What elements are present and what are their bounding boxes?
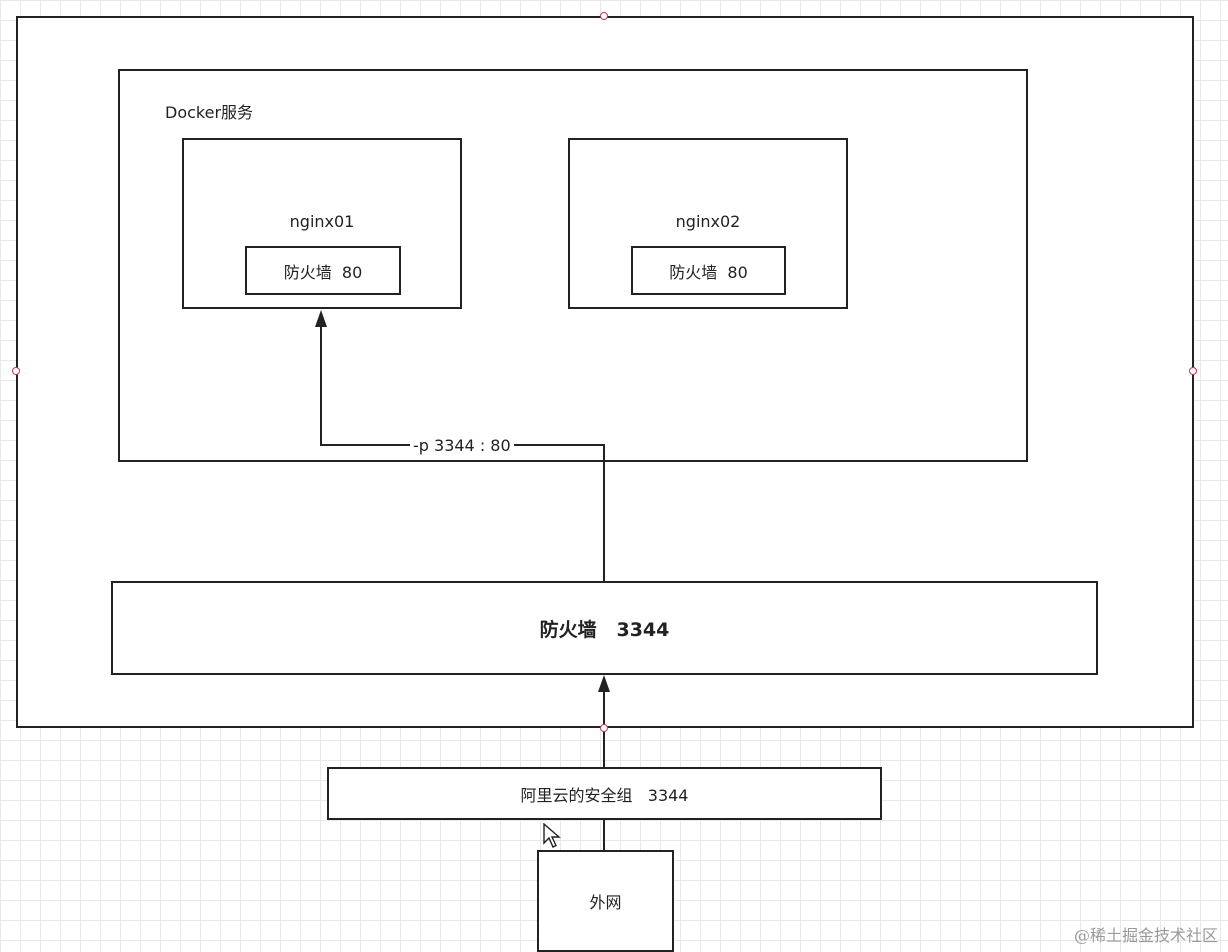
container-nginx01[interactable] bbox=[182, 138, 462, 309]
container-name-nginx01: nginx01 bbox=[289, 212, 355, 231]
docker-service-label: Docker服务 bbox=[165, 103, 254, 122]
cursor-icon bbox=[543, 823, 561, 848]
internet-box[interactable]: 外网 bbox=[537, 850, 674, 952]
port-mapping-label: -p 3344 : 80 bbox=[410, 437, 514, 455]
host-firewall-label: 防火墙 3344 bbox=[539, 618, 670, 641]
selection-handle-icon[interactable] bbox=[600, 12, 608, 20]
watermark: @稀土掘金技术社区 bbox=[1073, 926, 1218, 945]
security-group-box[interactable]: 阿里云的安全组 3344 bbox=[327, 767, 882, 820]
selection-handle-icon[interactable] bbox=[1189, 367, 1197, 375]
selection-handle-icon[interactable] bbox=[12, 367, 20, 375]
container-name-nginx02: nginx02 bbox=[675, 212, 741, 231]
host-firewall-box[interactable]: 防火墙 3344 bbox=[111, 581, 1098, 675]
container-firewall-nginx01[interactable]: 防火墙 80 bbox=[245, 246, 401, 295]
container-firewall-nginx02[interactable]: 防火墙 80 bbox=[631, 246, 786, 295]
selection-handle-icon[interactable] bbox=[600, 724, 608, 732]
